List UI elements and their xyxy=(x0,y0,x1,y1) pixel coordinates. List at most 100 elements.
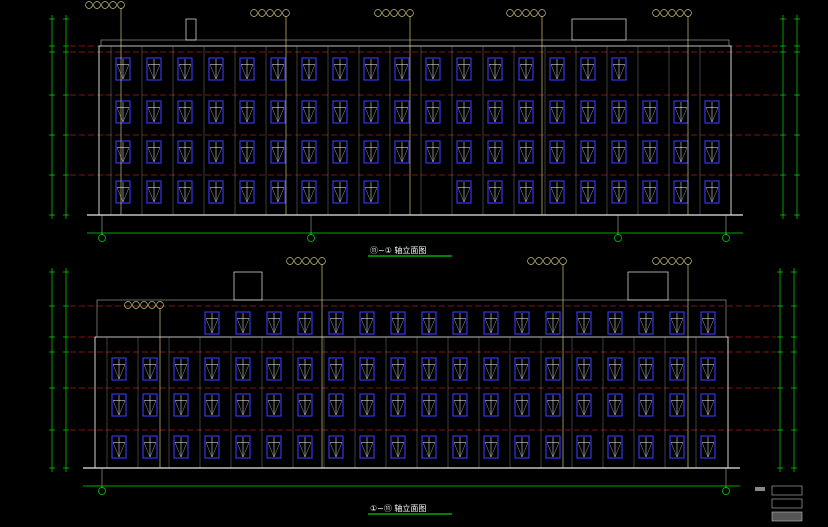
window-sash xyxy=(711,107,719,123)
window-sash xyxy=(211,364,219,380)
window-sash xyxy=(364,187,372,203)
window-sash xyxy=(178,187,186,203)
window-sash xyxy=(215,147,223,163)
window xyxy=(146,180,162,204)
window-sash xyxy=(645,364,653,380)
window-sash xyxy=(271,187,279,203)
window xyxy=(177,100,193,124)
window-sash xyxy=(215,107,223,123)
window-frame xyxy=(669,357,685,381)
window xyxy=(359,357,375,381)
window-frame xyxy=(115,180,131,204)
window-sash xyxy=(205,364,213,380)
window-sash xyxy=(335,442,343,458)
window xyxy=(700,357,716,381)
callout-bubble xyxy=(660,9,668,17)
window-sash xyxy=(608,364,616,380)
front-elevation xyxy=(49,1,800,242)
callout-bubble xyxy=(668,257,676,265)
window xyxy=(700,393,716,417)
window-sash xyxy=(643,147,651,163)
window xyxy=(452,435,468,459)
callout-bubble xyxy=(318,257,326,265)
window xyxy=(638,393,654,417)
window-sash xyxy=(457,147,465,163)
window xyxy=(173,393,189,417)
window-sash xyxy=(302,64,310,80)
window-sash xyxy=(428,400,436,416)
callout-bubble xyxy=(530,9,538,17)
window-sash xyxy=(112,364,120,380)
window-sash xyxy=(364,147,372,163)
callout-bubble xyxy=(101,1,109,9)
window-sash xyxy=(618,147,626,163)
window xyxy=(111,435,127,459)
window-sash xyxy=(521,442,529,458)
window-frame xyxy=(607,393,623,417)
window-sash xyxy=(608,442,616,458)
window-sash xyxy=(397,364,405,380)
window-frame xyxy=(483,311,499,335)
window-sash xyxy=(581,107,589,123)
window-sash xyxy=(329,318,337,334)
window-sash xyxy=(215,64,223,80)
window-sash xyxy=(587,107,595,123)
window-sash xyxy=(298,364,306,380)
window-frame xyxy=(576,311,592,335)
window xyxy=(270,140,286,164)
window-frame xyxy=(146,180,162,204)
window xyxy=(607,357,623,381)
window xyxy=(390,435,406,459)
window xyxy=(332,140,348,164)
window-sash xyxy=(422,442,430,458)
window xyxy=(580,180,596,204)
window-sash xyxy=(267,318,275,334)
window-frame xyxy=(549,100,565,124)
window-sash xyxy=(180,400,188,416)
window-sash xyxy=(370,107,378,123)
window-frame xyxy=(452,311,468,335)
window xyxy=(580,57,596,81)
window xyxy=(146,57,162,81)
window xyxy=(483,357,499,381)
window-sash xyxy=(240,147,248,163)
window-sash xyxy=(550,64,558,80)
window-sash xyxy=(463,147,471,163)
window-sash xyxy=(552,364,560,380)
window-frame xyxy=(266,393,282,417)
window-sash xyxy=(494,187,502,203)
window-sash xyxy=(366,318,374,334)
window xyxy=(673,100,689,124)
window xyxy=(363,140,379,164)
window-frame xyxy=(328,435,344,459)
window xyxy=(704,180,720,204)
window-sash xyxy=(432,147,440,163)
window-sash xyxy=(149,442,157,458)
callout-bubble xyxy=(522,9,530,17)
window-sash xyxy=(701,318,709,334)
window-frame xyxy=(111,393,127,417)
window-sash xyxy=(490,400,498,416)
window-sash xyxy=(116,147,124,163)
window-sash xyxy=(701,400,709,416)
window-sash xyxy=(333,107,341,123)
window-sash xyxy=(143,364,151,380)
window-sash xyxy=(273,442,281,458)
window-frame xyxy=(111,357,127,381)
window-sash xyxy=(236,400,244,416)
window-sash xyxy=(583,400,591,416)
window xyxy=(456,140,472,164)
window-sash xyxy=(649,147,657,163)
window xyxy=(611,180,627,204)
window xyxy=(638,311,654,335)
window-sash xyxy=(339,107,347,123)
window-sash xyxy=(242,400,250,416)
window-frame xyxy=(301,180,317,204)
window-sash xyxy=(116,64,124,80)
callout-bubble xyxy=(117,1,125,9)
window xyxy=(638,435,654,459)
window xyxy=(545,357,561,381)
callout-bubble xyxy=(274,9,282,17)
window-sash xyxy=(711,147,719,163)
window-sash xyxy=(153,64,161,80)
